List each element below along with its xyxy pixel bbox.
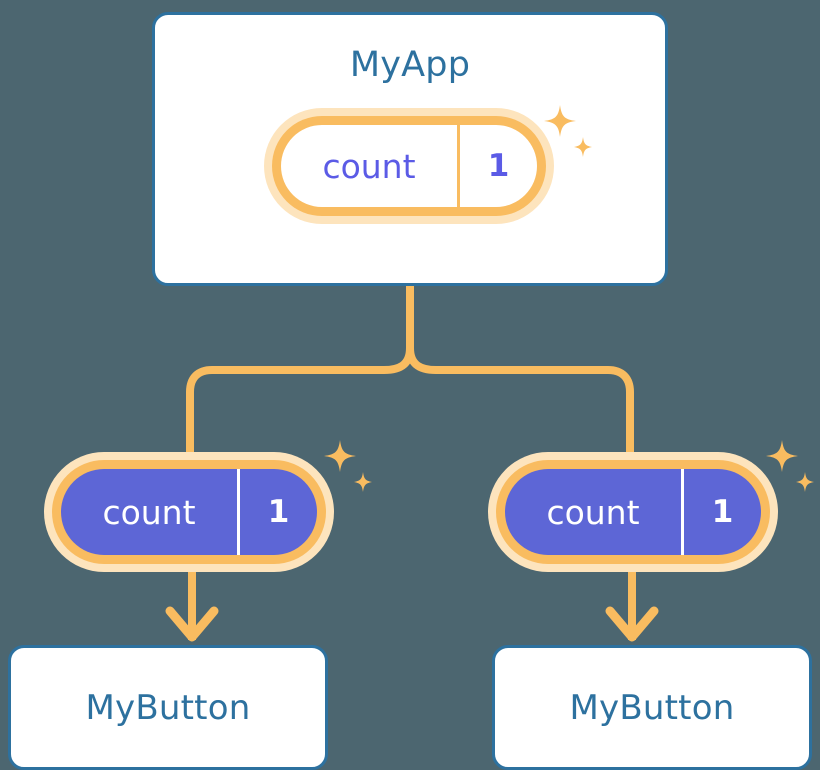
state-pill-right[interactable]: count 1 <box>505 469 761 555</box>
state-pill-value: 1 <box>487 148 510 184</box>
page-title: MyApp <box>349 45 471 85</box>
state-pill-myapp[interactable]: count 1 <box>281 125 537 207</box>
sparkle-icon <box>544 105 592 157</box>
state-pill-divider <box>681 469 684 555</box>
state-pill-key: count <box>102 492 196 532</box>
arrow-down-icon <box>605 606 659 642</box>
card-title: MyButton <box>569 687 735 728</box>
sparkle-icon <box>324 440 372 492</box>
state-pill-left[interactable]: count 1 <box>61 469 317 555</box>
card-mybutton-left[interactable]: MyButton <box>8 645 328 770</box>
card-mybutton-right[interactable]: MyButton <box>492 645 812 770</box>
arrow-down-icon <box>165 606 219 642</box>
state-pill-divider <box>457 125 460 207</box>
connector-fork-right <box>406 344 634 469</box>
state-pill-value: 1 <box>711 494 734 530</box>
sparkle-icon <box>766 440 814 492</box>
state-pill-key: count <box>322 146 416 186</box>
state-pill-divider <box>237 469 240 555</box>
card-title: MyButton <box>85 687 251 728</box>
state-pill-key: count <box>546 492 640 532</box>
state-pill-value: 1 <box>267 494 290 530</box>
